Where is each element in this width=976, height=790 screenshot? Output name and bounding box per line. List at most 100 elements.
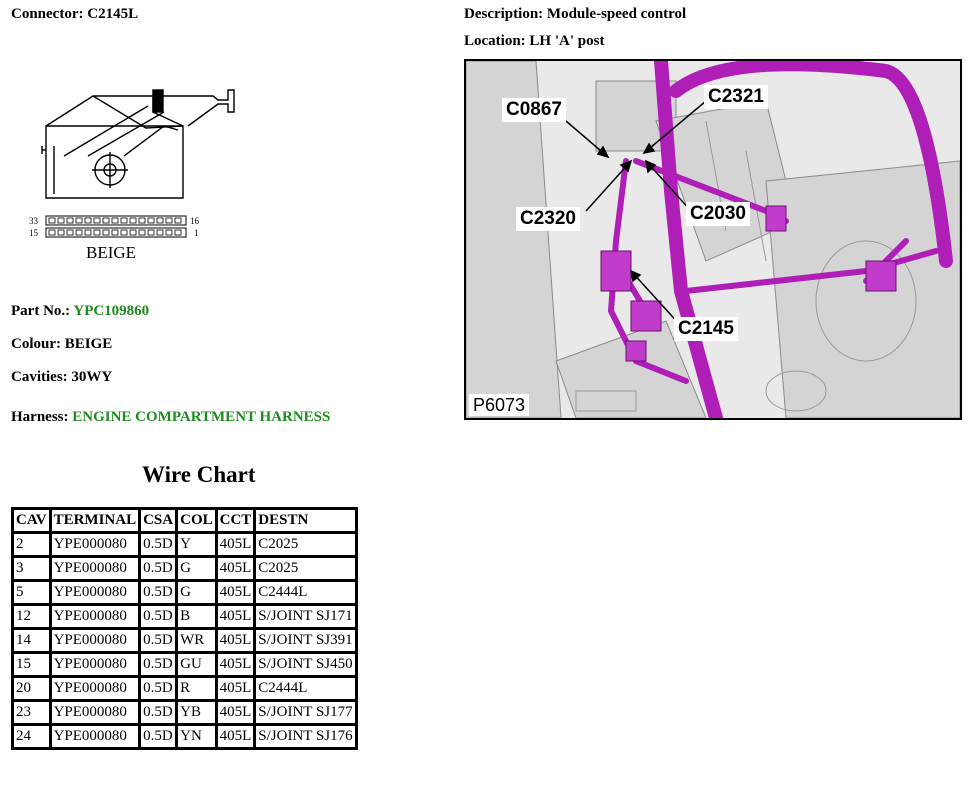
- connector-pin: [147, 229, 155, 236]
- table-cell-cct: 405L: [214, 555, 257, 582]
- connector-pin: [93, 217, 101, 224]
- table-cell-csa: 0.5D: [138, 603, 179, 630]
- table-cell-terminal: YPE000080: [48, 579, 142, 606]
- table-cell-csa: 0.5D: [138, 627, 179, 654]
- table-cell-col: YB: [175, 699, 218, 726]
- table-cell-col: WR: [175, 627, 218, 654]
- connector-pin: [165, 217, 173, 224]
- connector-pin: [111, 217, 119, 224]
- column-header-cav: CAV: [11, 507, 52, 534]
- connector-pin: [57, 217, 65, 224]
- cavities-value: 30WY: [71, 369, 113, 385]
- table-cell-cct: 405L: [214, 699, 257, 726]
- connector-colour-caption: BEIGE: [86, 243, 136, 262]
- table-cell-col: B: [175, 603, 218, 630]
- column-header-col: COL: [175, 507, 218, 534]
- connector-pin: [147, 217, 155, 224]
- callout-c2030: C2030: [686, 202, 750, 226]
- table-cell-csa: 0.5D: [138, 555, 179, 582]
- table-cell-cct: 405L: [214, 651, 257, 678]
- callout-c2320: C2320: [516, 207, 580, 231]
- pin-label-33: 33: [29, 216, 39, 226]
- connector-pin: [102, 217, 110, 224]
- description-label: Description:: [464, 6, 544, 22]
- connector-pin: [48, 217, 56, 224]
- part-no-label: Part No.:: [11, 303, 71, 319]
- connector-pin: [57, 229, 65, 236]
- table-cell-destn: C2025: [253, 555, 358, 582]
- table-cell-destn: S/JOINT SJ391: [253, 627, 358, 654]
- column-header-terminal: TERMINAL: [48, 507, 142, 534]
- table-cell-terminal: YPE000080: [48, 651, 142, 678]
- table-cell-cav: 3: [11, 555, 52, 582]
- connector-pin: [84, 217, 92, 224]
- description-line: Description: Module-speed control: [464, 6, 686, 23]
- photo-id: P6073: [469, 394, 530, 416]
- connector-pin: [75, 217, 83, 224]
- table-cell-col: G: [175, 555, 218, 582]
- cavities-label: Cavities:: [11, 369, 68, 385]
- pin-label-1: 1: [194, 228, 199, 238]
- connector-label: Connector:: [11, 6, 84, 22]
- connector-pin: [75, 229, 83, 236]
- table-cell-cct: 405L: [214, 627, 257, 654]
- table-cell-col: R: [175, 675, 218, 702]
- table-cell-cav: 24: [11, 723, 52, 750]
- table-cell-destn: S/JOINT SJ450: [253, 651, 358, 678]
- column-header-csa: CSA: [138, 507, 179, 534]
- table-cell-destn: C2025: [253, 531, 358, 558]
- table-cell-csa: 0.5D: [138, 579, 179, 606]
- table-cell-destn: S/JOINT SJ176: [253, 723, 358, 750]
- connector-pin: [120, 229, 128, 236]
- harness-value: ENGINE COMPARTMENT HARNESS: [72, 409, 331, 425]
- table-cell-col: Y: [175, 531, 218, 558]
- connector-pin: [138, 229, 146, 236]
- connector-pin: [102, 229, 110, 236]
- part-no-line: Part No.: YPC109860: [11, 303, 149, 320]
- table-cell-csa: 0.5D: [138, 723, 179, 750]
- table-cell-cav: 23: [11, 699, 52, 726]
- table-cell-cct: 405L: [214, 579, 257, 606]
- connector-pin: [66, 217, 74, 224]
- table-cell-col: G: [175, 579, 218, 606]
- connector-pin: [129, 229, 137, 236]
- connector-pin: [66, 229, 74, 236]
- table-cell-cct: 405L: [214, 723, 257, 750]
- table-cell-col: YN: [175, 723, 218, 750]
- connector-pin: [120, 217, 128, 224]
- table-cell-cav: 20: [11, 675, 52, 702]
- connector-pin: [156, 229, 164, 236]
- connector-pin: [111, 229, 119, 236]
- table-cell-destn: C2444L: [253, 579, 358, 606]
- column-header-cct: CCT: [214, 507, 257, 534]
- part-no-value: YPC109860: [73, 303, 150, 319]
- table-cell-cav: 5: [11, 579, 52, 606]
- table-cell-cct: 405L: [214, 603, 257, 630]
- column-header-destn: DESTN: [253, 507, 358, 534]
- table-cell-terminal: YPE000080: [48, 555, 142, 582]
- connector-pin: [165, 229, 173, 236]
- callout-c2145: C2145: [674, 317, 738, 341]
- connector-pin: [156, 217, 164, 224]
- colour-value: BEIGE: [64, 336, 113, 352]
- connector-line: Connector: C2145L: [11, 6, 138, 23]
- colour-line: Colour: BEIGE: [11, 336, 112, 353]
- table-cell-terminal: YPE000080: [48, 531, 142, 558]
- table-cell-destn: S/JOINT SJ171: [253, 603, 358, 630]
- cavities-line: Cavities: 30WY: [11, 369, 112, 386]
- table-cell-csa: 0.5D: [138, 699, 179, 726]
- table-cell-terminal: YPE000080: [48, 627, 142, 654]
- table-cell-csa: 0.5D: [138, 531, 179, 558]
- pin-label-15: 15: [29, 228, 39, 238]
- location-photo: C0867 C2321 C2320 C2030 C2145 P6073: [464, 59, 962, 420]
- table-cell-terminal: YPE000080: [48, 675, 142, 702]
- table-cell-terminal: YPE000080: [48, 723, 142, 750]
- table-cell-csa: 0.5D: [138, 651, 179, 678]
